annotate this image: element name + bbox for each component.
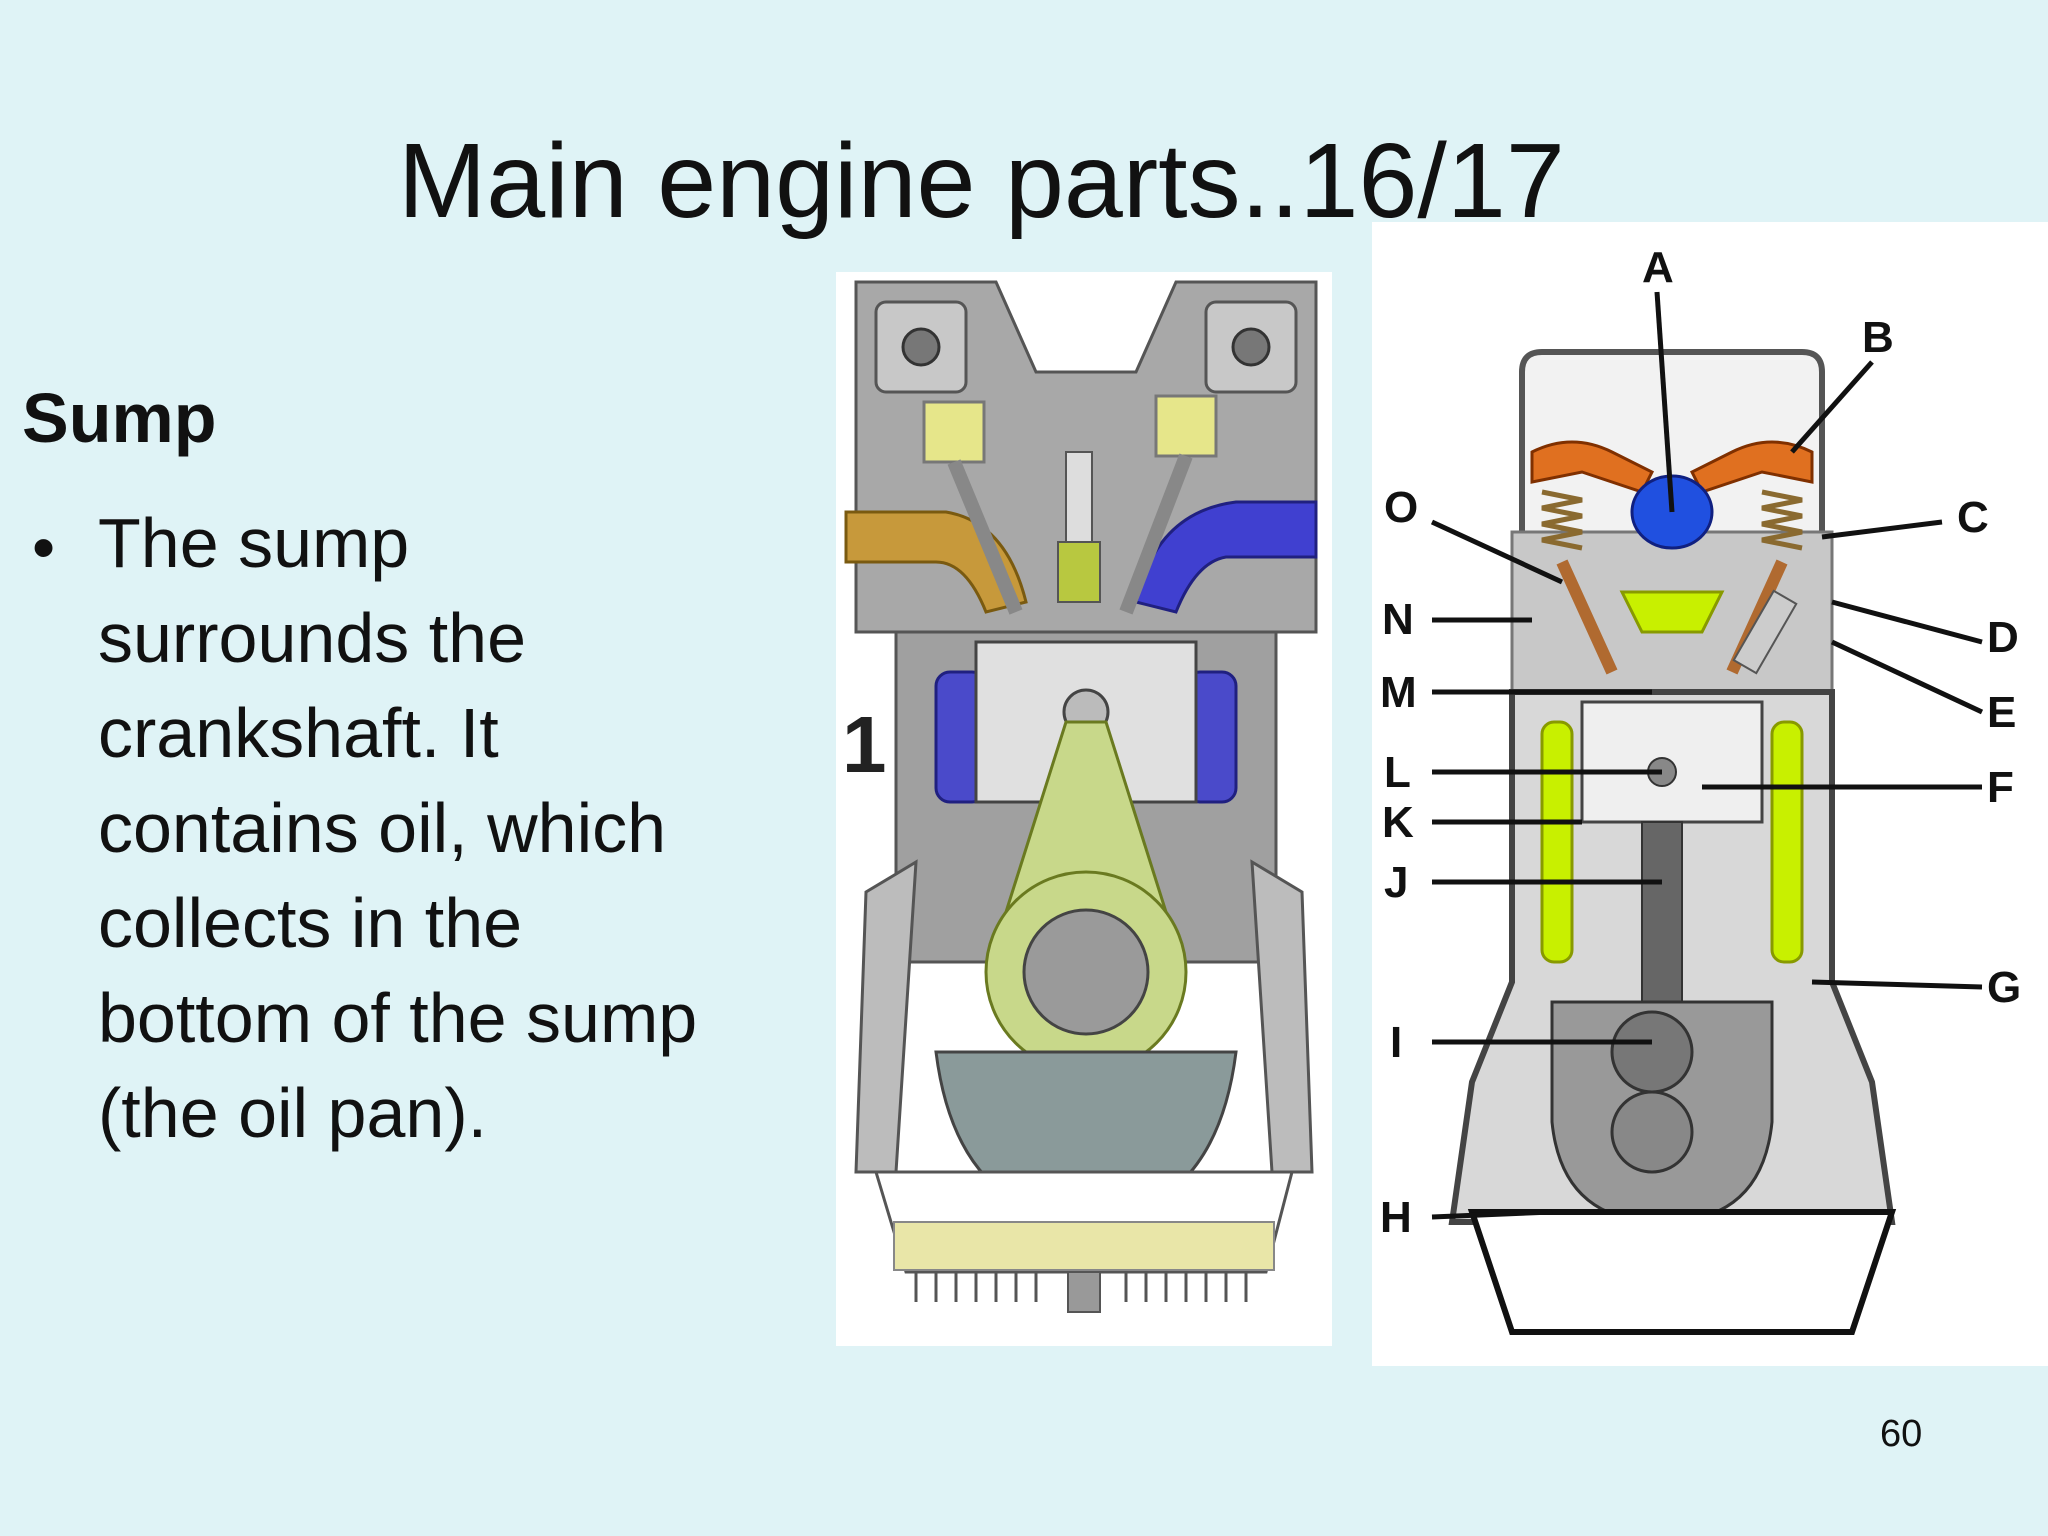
label-g: G: [1987, 963, 2021, 1012]
label-l: L: [1384, 748, 1411, 797]
label-f: F: [1987, 763, 2014, 812]
coolant-jacket-right: [1770, 720, 1804, 964]
camshaft-left-icon: [901, 327, 941, 367]
label-e: E: [1987, 688, 2016, 737]
labeled-engine-diagram: A B C D E F G H I J K L M N O: [1372, 222, 2048, 1366]
drain-plug-icon: [1067, 1271, 1101, 1313]
spark-plug-icon: [1065, 451, 1093, 543]
sump: [1467, 1209, 1897, 1335]
bullet-marker: •: [32, 510, 56, 584]
labeled-engine-drawing: A B C D E F G H I J K L M N O: [1380, 243, 2021, 1335]
slide-title: Main engine parts..16/17: [398, 122, 1565, 240]
page-number: 60: [1880, 1413, 1923, 1455]
label-m: M: [1380, 668, 1417, 717]
label-c: C: [1957, 493, 1989, 542]
connecting-rod: [1641, 821, 1683, 1023]
label-j: J: [1384, 858, 1408, 907]
label-o: O: [1384, 483, 1418, 532]
label-d: D: [1987, 613, 2019, 662]
label-n: N: [1382, 595, 1414, 644]
engine-cross-section-drawing: 1: [842, 280, 1318, 1313]
crankshaft-journal: [1022, 908, 1150, 1036]
coolant-jacket-left: [1540, 720, 1574, 964]
label-i: I: [1390, 1018, 1402, 1067]
section-heading: Sump: [22, 379, 217, 457]
sump-oil: [893, 1221, 1275, 1271]
label-a: A: [1642, 243, 1674, 292]
engine-cross-section-figure: 1: [836, 272, 1332, 1346]
bullet-text: The sump surrounds the crankshaft. It co…: [98, 504, 698, 1152]
camshaft-right-icon: [1231, 327, 1271, 367]
label-b: B: [1862, 313, 1894, 362]
figure-number-label: 1: [842, 700, 887, 789]
rocker-arm-left: [1530, 440, 1655, 494]
label-h: H: [1380, 1193, 1412, 1242]
label-k: K: [1382, 798, 1414, 847]
